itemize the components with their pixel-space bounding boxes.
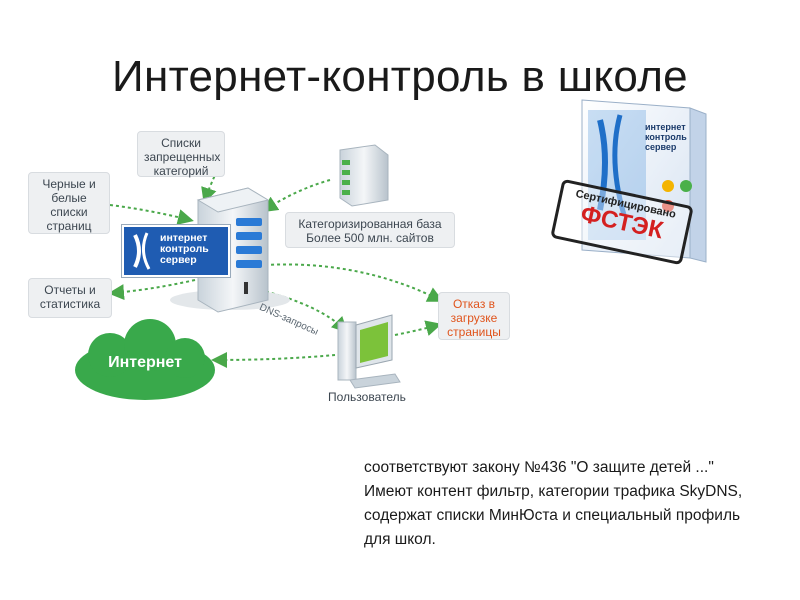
internet-cloud-icon <box>75 319 215 400</box>
box-forbidden-categories-label: Списки запрещенных категорий <box>144 136 221 178</box>
arrow-db <box>261 179 331 213</box>
box-category-database: Категоризированная база Более 500 млн. с… <box>285 212 455 248</box>
server-logo-badge: интернет контроль сервер <box>122 225 230 277</box>
server-logo-text: интернет контроль сервер <box>160 232 209 266</box>
arrow-server-user <box>259 289 348 333</box>
box-page-refusal-label: Отказ в загрузке страницы <box>447 297 501 339</box>
product-overlay: интернет контроль сервер Сертифицировано… <box>550 100 713 280</box>
box-black-white-lists: Черные и белые списки страниц <box>28 172 110 234</box>
user-label: Пользователь <box>328 390 406 404</box>
box-black-white-lists-label: Черные и белые списки страниц <box>42 177 96 233</box>
box-reports-label: Отчеты и статистика <box>39 283 101 311</box>
internet-cloud-label: Интернет <box>108 354 182 371</box>
product-box-text: интернет контроль сервер <box>645 122 687 152</box>
database-server-icon <box>339 144 389 207</box>
certification-stamp: Сертифицировано ФСТЭК <box>550 178 694 266</box>
user-computer-icon <box>337 314 401 389</box>
box-page-refusal: Отказ в загрузке страницы <box>438 292 510 340</box>
description-text: соответствуют закону №436 "О защите дете… <box>364 459 743 548</box>
server-logo-icon <box>133 232 151 270</box>
slide-title: Интернет-контроль в школе <box>112 52 688 101</box>
arrow-user-refusal <box>394 320 442 336</box>
arrow-user-internet <box>211 351 336 368</box>
product-box-image <box>581 99 707 263</box>
box-forbidden-categories: Списки запрещенных категорий <box>137 131 225 178</box>
arrow-blackwhite <box>109 204 194 225</box>
main-server-icon <box>170 187 290 313</box>
arrow-reports <box>108 279 196 301</box>
arrow-lists <box>201 159 223 204</box>
box-reports: Отчеты и статистика <box>28 278 112 318</box>
arrow-server-refusal <box>264 263 444 302</box>
arrows <box>108 159 444 368</box>
box-category-database-label: Категоризированная база Более 500 млн. с… <box>298 217 442 245</box>
